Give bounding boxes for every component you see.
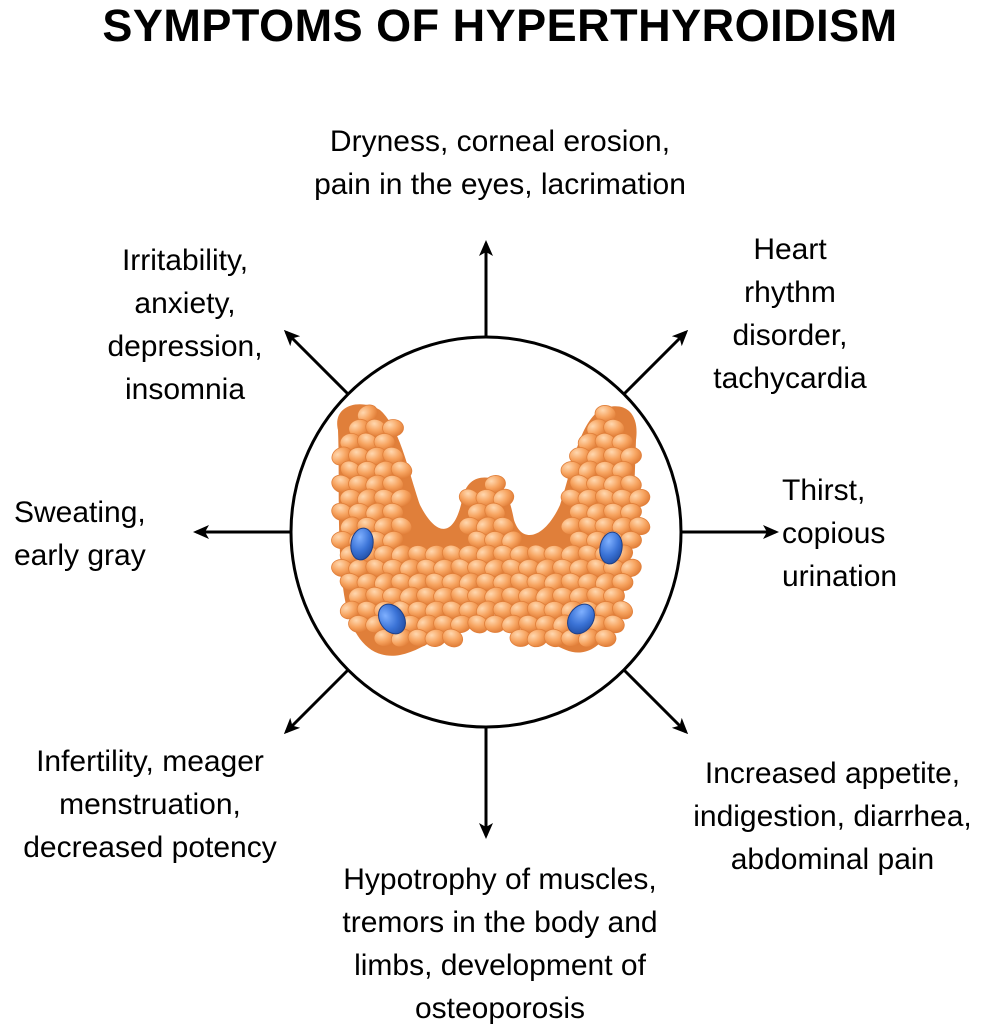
nodule-icon xyxy=(350,527,374,561)
arrow-icon-bottom-left xyxy=(283,668,350,735)
symptom-reproductive-label: Infertility, meager menstruation, decrea… xyxy=(23,745,277,864)
follicle-cell xyxy=(382,419,404,437)
page-title: SYMPTOMS OF HYPERTHYROIDISM xyxy=(102,0,898,51)
symptom-urinary-label: Thirst, copious urination xyxy=(782,474,898,593)
follicle-cell xyxy=(390,488,413,508)
symptom-heart-label: Heart rhythm disorder, tachycardia xyxy=(713,233,867,395)
nodule-icon xyxy=(378,603,406,635)
symptom-skin-label: Sweating, early gray xyxy=(14,496,146,572)
arrow-icon-top-left xyxy=(283,329,350,396)
arrows xyxy=(193,240,779,839)
nodule-icon xyxy=(599,531,623,565)
thyroid-gland-icon xyxy=(331,404,651,656)
arrow-icon-bottom-right xyxy=(622,668,689,735)
symptom-digestive-label: Increased appetite, indigestion, diarrhe… xyxy=(693,757,972,876)
symptom-muscles-label: Hypotrophy of muscles, tremors in the bo… xyxy=(342,863,658,1025)
follicle-cell xyxy=(620,558,642,578)
follicle-cell xyxy=(620,447,642,465)
follicle-cell xyxy=(441,628,464,648)
symptom-nervous-label: Irritability, anxiety, depression, insom… xyxy=(107,244,263,406)
arrow-icon-top-right xyxy=(622,329,689,396)
follicle-cell xyxy=(594,629,617,647)
nodule-icon xyxy=(567,603,595,635)
follicle-cell xyxy=(492,488,515,508)
follicle-cell xyxy=(628,488,651,508)
symptom-eyes-label: Dryness, corneal erosion, pain in the ey… xyxy=(314,125,686,201)
nodules xyxy=(350,527,623,635)
